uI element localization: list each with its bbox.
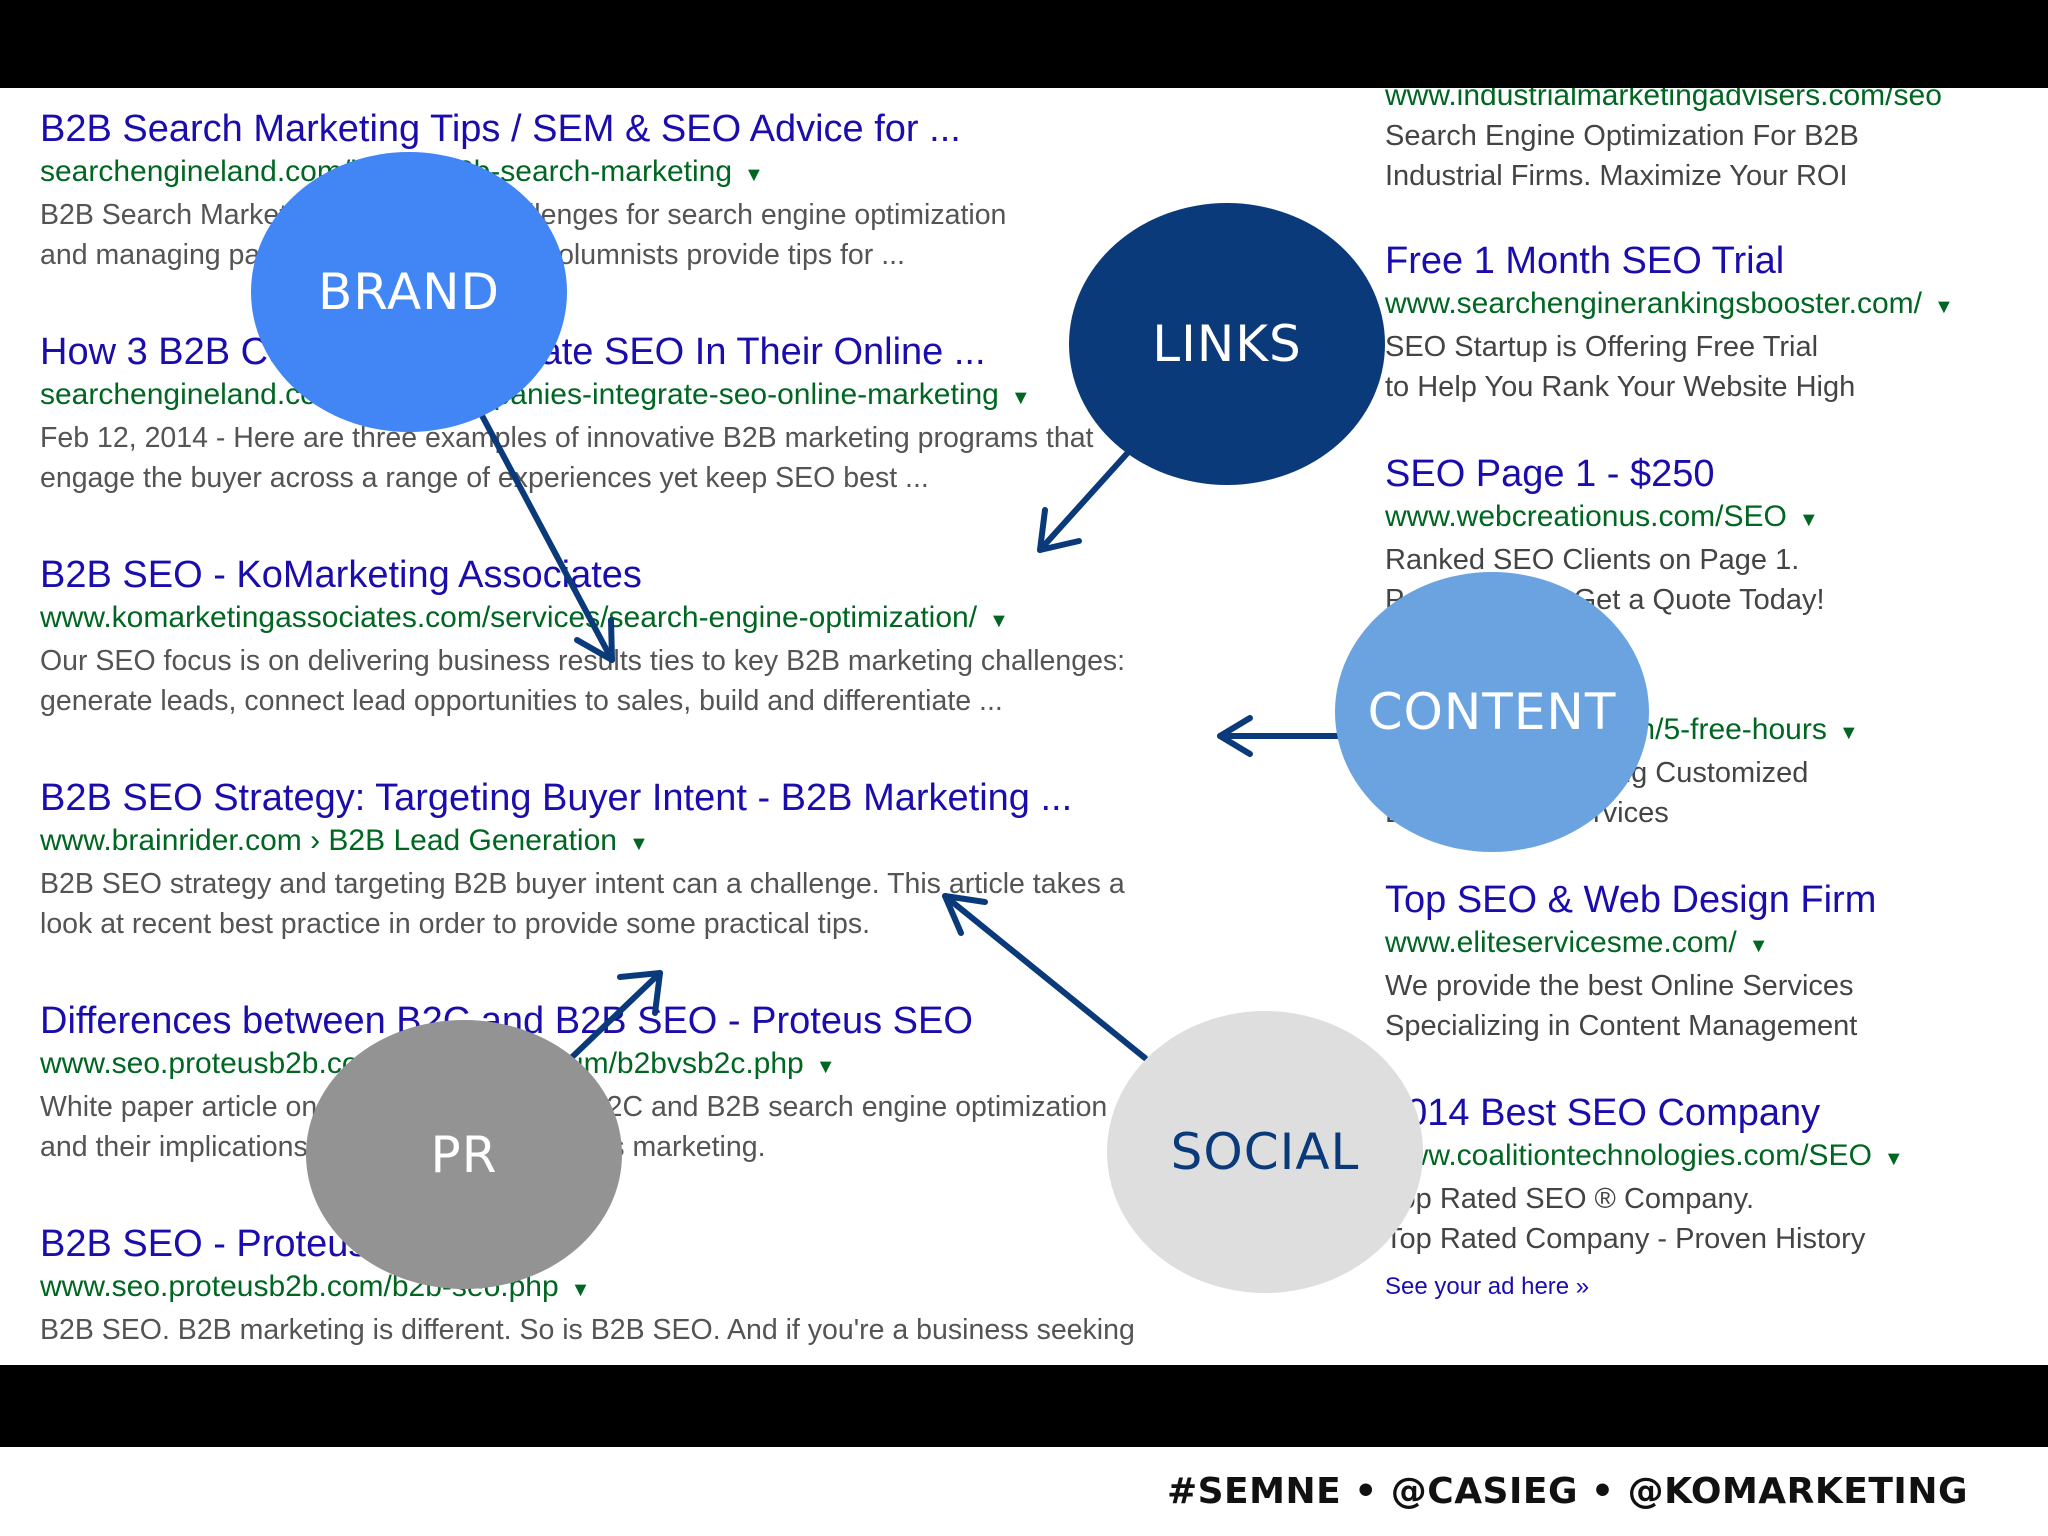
links-bubble: LINKS — [1069, 203, 1385, 485]
result-snippet: B2B Search Marketing: the unique challen… — [40, 199, 1007, 231]
ad-snippet: Top Rated Company - Proven History — [1385, 1223, 1866, 1255]
result-url: www.komarketingassociates.com/services/s… — [40, 601, 1009, 634]
result-title[interactable]: B2B SEO - KoMarketing Associates — [40, 554, 642, 596]
social-label: SOCIAL — [1170, 1123, 1360, 1181]
caret-down-icon[interactable]: ▼ — [570, 1279, 591, 1301]
caret-down-icon[interactable]: ▼ — [628, 833, 649, 855]
brand-label: BRAND — [317, 263, 501, 321]
ad-snippet: SEO Startup is Offering Free Trial — [1385, 331, 1819, 363]
organic-result: B2B Search Marketing Tips / SEM & SEO Ad… — [40, 106, 1240, 275]
content-label: CONTENT — [1367, 683, 1617, 741]
result-snippet: Our SEO focus is on delivering business … — [40, 645, 1126, 677]
result-title[interactable]: B2B SEO Strategy: Targeting Buyer Intent… — [40, 777, 1073, 819]
result-title[interactable]: How 3 B2B Companies Integrate SEO In The… — [40, 331, 986, 373]
result-url: searchengineland.com/library/b2b-search-… — [40, 152, 1240, 195]
ad-snippet: Industrial Firms. Maximize Your ROI — [1385, 160, 1848, 192]
ad-snippet: Top Rated SEO ® Company. — [1385, 1183, 1754, 1215]
result-snippet: engage the buyer across a range of exper… — [40, 462, 929, 494]
result-snippet: Feb 12, 2014 - Here are three examples o… — [40, 422, 1094, 454]
caret-down-icon[interactable]: ▼ — [1838, 722, 1859, 744]
brand-bubble: BRAND — [251, 152, 567, 432]
ad-snippet: Search Engine Optimization For B2B — [1385, 120, 1859, 152]
result-url: searchengineland.com/3-b2b-companies-int… — [40, 378, 1031, 411]
ad-result: www.industrialmarketingadvisers.com/seo … — [1385, 88, 2045, 196]
caret-down-icon[interactable]: ▼ — [1010, 387, 1031, 409]
caret-down-icon[interactable]: ▼ — [989, 610, 1009, 632]
footer: #SEMNE • @CASIEG • @KOMARKETING — [0, 1447, 2048, 1536]
ad-title[interactable]: SEO Page 1 - $250 — [1385, 453, 1715, 495]
result-url: www.seo.proteusb2b.com/b2b-seo.php▼ — [40, 1270, 591, 1303]
organic-result: B2B SEO - Proteus B2B www.seo.proteusb2b… — [40, 1221, 1240, 1350]
caret-down-icon[interactable]: ▼ — [1933, 296, 1954, 318]
top-black-bar — [0, 0, 2048, 88]
organic-result: B2B SEO - KoMarketing Associates www.kom… — [40, 552, 1240, 721]
pr-bubble: PR — [306, 1020, 622, 1289]
footer-handles: #SEMNE • @CASIEG • @KOMARKETING — [1166, 1471, 1968, 1512]
result-title[interactable]: B2B Search Marketing Tips / SEM & SEO Ad… — [40, 108, 961, 150]
see-your-ad-link[interactable]: See your ad here » — [1385, 1273, 1590, 1300]
ad-url: www.webcreationus.com/SEO▼ — [1385, 500, 1819, 533]
ad-result: Top SEO & Web Design Firm www.eliteservi… — [1385, 877, 2045, 1046]
result-snippet: look at recent best practice in order to… — [40, 908, 871, 940]
organic-result: Differences between B2C and B2B SEO - Pr… — [40, 998, 1240, 1167]
social-bubble: SOCIAL — [1107, 1011, 1423, 1293]
ad-url[interactable]: www.industrialmarketingadvisers.com/seo — [1385, 88, 1942, 112]
result-snippet: B2B SEO strategy and targeting B2B buyer… — [40, 868, 1125, 900]
ad-snippet: We provide the best Online Services — [1385, 970, 1854, 1002]
ad-url: www.coalitiontechnologies.com/SEO▼ — [1385, 1139, 1904, 1172]
ad-title[interactable]: 2014 Best SEO Company — [1385, 1092, 1821, 1134]
links-label: LINKS — [1152, 315, 1302, 373]
content-bubble: CONTENT — [1335, 572, 1649, 852]
result-url: www.brainrider.com › B2B Lead Generation… — [40, 824, 649, 857]
result-snippet: generate leads, connect lead opportuniti… — [40, 685, 1003, 717]
ad-title[interactable]: Free 1 Month SEO Trial — [1385, 240, 1785, 282]
result-snippet: White paper article on differences betwe… — [40, 1091, 1108, 1123]
organic-result: B2B SEO Strategy: Targeting Buyer Intent… — [40, 775, 1240, 944]
result-title[interactable]: Differences between B2C and B2B SEO - Pr… — [40, 1000, 973, 1042]
caret-down-icon[interactable]: ▼ — [1798, 509, 1819, 531]
ad-snippet: to Help You Rank Your Website High — [1385, 371, 1856, 403]
result-url: www.seo.proteusb2b.com/papers/premium/b2… — [40, 1044, 1240, 1087]
caret-down-icon[interactable]: ▼ — [744, 164, 764, 186]
ad-title[interactable]: Top SEO & Web Design Firm — [1385, 879, 1877, 921]
ad-url: www.eliteservicesme.com/▼ — [1385, 926, 1769, 959]
ad-snippet: Ranked SEO Clients on Page 1. — [1385, 544, 1800, 576]
bottom-black-bar — [0, 1365, 2048, 1447]
ad-result: 2014 Best SEO Company www.coalitiontechn… — [1385, 1090, 2045, 1259]
result-snippet: and their implications for business-to-b… — [40, 1131, 766, 1163]
caret-down-icon[interactable]: ▼ — [1883, 1148, 1904, 1170]
ad-url: www.searchenginerankingsbooster.com/▼ — [1385, 287, 1954, 320]
ad-snippet: Specializing in Content Management — [1385, 1010, 1858, 1042]
pr-label: PR — [430, 1125, 498, 1184]
caret-down-icon[interactable]: ▼ — [815, 1056, 836, 1078]
result-snippet: and managing paid search campaigns. Colu… — [40, 239, 905, 271]
organic-result: How 3 B2B Companies Integrate SEO In The… — [40, 329, 1240, 498]
ad-result: Free 1 Month SEO Trial www.searchenginer… — [1385, 238, 2045, 407]
result-title[interactable]: B2B SEO - Proteus B2B — [40, 1223, 450, 1265]
result-snippet: B2B SEO. B2B marketing is different. So … — [40, 1314, 1135, 1346]
caret-down-icon[interactable]: ▼ — [1748, 935, 1769, 957]
